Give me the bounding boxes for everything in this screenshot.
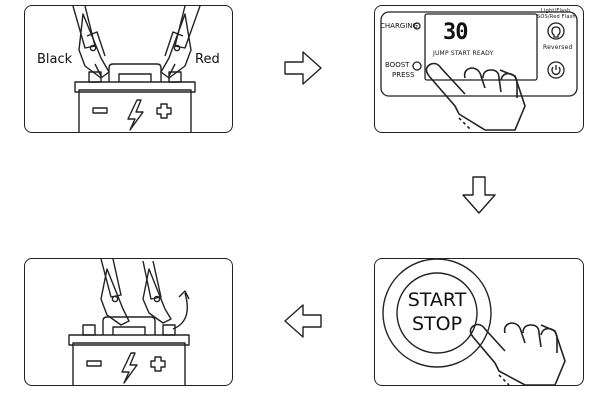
arrow-left-icon bbox=[284, 304, 322, 338]
battery-with-clamps-illustration bbox=[72, 6, 201, 132]
lcd-value: 30 bbox=[443, 20, 468, 45]
red-clamp-icon bbox=[160, 6, 201, 79]
step2-press-boost-panel: CHARGING 30 JUMP START READY BOOST PRESS… bbox=[374, 5, 584, 133]
start-label: START bbox=[407, 289, 467, 311]
arrow-down-icon bbox=[462, 176, 496, 214]
battery-top bbox=[74, 81, 196, 93]
plus-icon bbox=[150, 356, 166, 372]
red-clamp-label: Red bbox=[195, 52, 220, 67]
lcd-status-text: JUMP START READY bbox=[433, 50, 494, 57]
battery-top bbox=[68, 334, 190, 346]
jump-starter-front-illustration bbox=[380, 11, 578, 131]
black-clamp-label: Black bbox=[37, 52, 73, 67]
lcd-screen bbox=[424, 13, 538, 81]
minus-icon bbox=[86, 360, 102, 367]
black-clamp-icon bbox=[100, 259, 130, 326]
light-label-1: Light/Flash bbox=[541, 8, 571, 14]
start-stop-button-illustration bbox=[382, 259, 566, 385]
minus-icon bbox=[92, 107, 108, 114]
lightning-icon bbox=[127, 99, 144, 131]
step1-connect-clamps-panel: Black Red bbox=[24, 5, 233, 133]
reversed-label: Reversed bbox=[543, 44, 573, 51]
arrow-right-icon bbox=[284, 51, 322, 85]
start-stop-outer-ring bbox=[382, 259, 492, 368]
lift-arrow-icon bbox=[172, 292, 188, 330]
battery-body bbox=[78, 89, 192, 132]
start-stop-button bbox=[396, 272, 478, 354]
battery-body bbox=[72, 342, 186, 385]
plus-icon bbox=[156, 103, 172, 119]
stop-label: STOP bbox=[411, 313, 463, 335]
red-clamp-icon bbox=[142, 260, 172, 324]
lightning-icon bbox=[121, 352, 138, 384]
start-stop-label: START STOP bbox=[397, 288, 477, 336]
step4-remove-clamps-panel bbox=[24, 258, 233, 386]
power-button bbox=[547, 61, 565, 79]
boost-label: BOOST bbox=[385, 61, 410, 69]
press-label: PRESS bbox=[392, 71, 415, 79]
pressing-hand-icon bbox=[469, 322, 566, 385]
black-clamp-icon bbox=[72, 6, 110, 79]
pressing-hand-icon bbox=[425, 62, 526, 131]
light-label-2: SOS/Red Flash bbox=[537, 14, 576, 20]
battery-remove-clamps-illustration bbox=[68, 259, 190, 385]
charging-label: CHARGING bbox=[380, 22, 418, 30]
charging-led-icon bbox=[413, 22, 421, 30]
light-button bbox=[547, 22, 565, 40]
step3-press-start-stop-panel: START STOP bbox=[374, 258, 584, 386]
boost-button-icon bbox=[412, 61, 422, 71]
